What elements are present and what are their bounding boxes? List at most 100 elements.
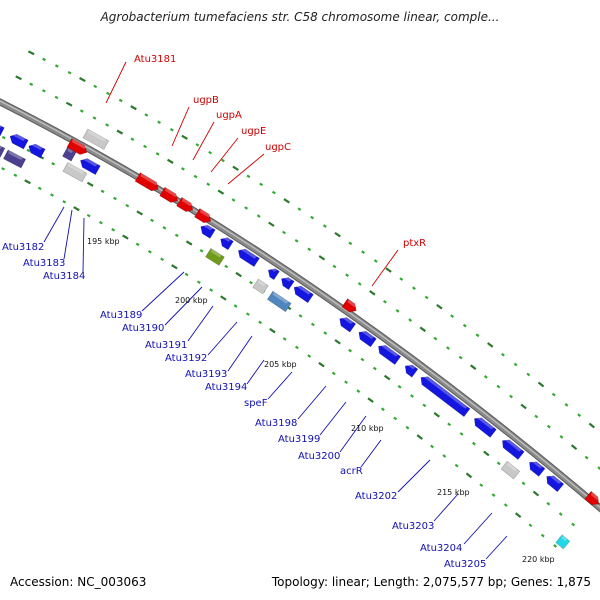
gene-label-ugpa[interactable]: ugpA [216,110,242,121]
gene-highlight [477,415,494,430]
leader-line-atu3181 [105,61,127,104]
tick-mark-1 [167,158,174,164]
tick-mark-1 [408,318,413,322]
gene-feature-27 [82,128,110,150]
tick-mark-1 [584,455,589,460]
scale-label-5: 220 kbp [522,555,555,564]
gene-feature-20 [404,362,419,378]
tick-mark-1 [193,174,198,179]
tick-mark-0 [297,207,302,211]
tick-mark-1 [559,434,564,439]
gene-feature-8 [200,222,216,239]
gene-body [500,460,521,480]
tick-mark-3 [454,463,459,468]
tick-mark-0 [361,250,366,254]
tick-mark-1 [395,309,400,313]
gene-body [62,147,77,162]
gene-highlight [140,173,159,186]
gene-feature-35 [555,534,571,550]
gene-body [584,490,599,506]
tick-mark-2 [472,441,476,446]
gene-label-ugpb[interactable]: ugpB [193,95,219,106]
tick-mark-3 [171,264,178,270]
gene-highlight [505,437,522,452]
tick-mark-3 [540,533,545,538]
gene-feature-10 [237,246,260,268]
tick-mark-2 [249,280,253,285]
tick-mark-1 [79,109,84,113]
tick-mark-3 [528,523,533,528]
gene-highlight [199,208,211,218]
tick-mark-2 [150,218,154,223]
gene-body [555,534,571,550]
scale-label-4: 215 kbp [437,488,470,497]
tick-mark-1 [383,299,387,304]
tick-mark-0 [526,372,531,377]
tick-mark-2 [334,339,341,345]
gene-label-atu3198[interactable]: Atu3198 [255,418,297,429]
tick-mark-0 [79,77,86,83]
gene-label-atu3191[interactable]: Atu3191 [145,340,187,351]
gene-body [474,417,497,438]
gene-label-atu3181[interactable]: Atu3181 [134,54,176,65]
gene-label-atu3192[interactable]: Atu3192 [165,353,207,364]
gene-body [404,364,419,378]
leader-line-atu3184 [82,217,85,273]
gene-label-ugpc[interactable]: ugpC [265,142,291,153]
leader-line-atu3198 [297,385,327,420]
gene-feature-12 [281,275,295,291]
gene-body [62,162,88,183]
tick-mark-1 [217,189,225,195]
gene-label-atu3182[interactable]: Atu3182 [2,242,44,253]
gene-label-atu3200[interactable]: Atu3200 [298,451,340,462]
gene-label-atu3190[interactable]: Atu3190 [122,323,164,334]
tick-mark-0 [551,392,556,397]
page-title: Agrobacterium tumefaciens str. C58 chrom… [100,10,500,24]
tick-mark-0 [27,50,35,56]
gene-highlight [408,362,416,370]
tick-mark-0 [310,215,315,220]
leader-line-atu3204 [463,512,493,545]
gene-highlight [507,461,518,472]
gene-label-ugpe[interactable]: ugpE [241,126,266,137]
tick-mark-3 [160,257,165,261]
gene-label-atu3204[interactable]: Atu3204 [420,543,462,554]
tick-mark-0 [424,295,429,300]
tick-mark-3 [258,320,263,325]
gene-label-atu3202[interactable]: Atu3202 [355,491,397,502]
tick-mark-2 [174,233,179,238]
gene-highlight [381,342,399,357]
gene-label-ptxr[interactable]: ptxR [403,238,426,249]
gene-body [205,247,225,266]
gene-feature-16 [266,290,292,313]
gene-label-acrr[interactable]: acrR [340,466,363,477]
gene-label-atu3183[interactable]: Atu3183 [23,258,65,269]
gene-label-atu3203[interactable]: Atu3203 [392,521,434,532]
leader-line-atu3182 [43,206,65,243]
gene-labels[interactable]: Atu3181 ugpB ugpA ugpE ugpC ptxR Atu3182Atu318… [2,54,486,570]
gene-label-atu3189[interactable]: Atu3189 [100,310,142,321]
gene-label-atu3194[interactable]: Atu3194 [205,382,247,393]
gene-label-atu3193[interactable]: Atu3193 [185,369,227,380]
gene-label-atu3199[interactable]: Atu3199 [278,434,320,445]
tick-mark-1 [105,123,110,127]
tick-mark-2 [447,422,452,427]
tick-mark-1 [597,466,600,470]
gene-body [252,278,269,295]
tick-mark-0 [42,57,46,62]
gene-body [66,138,88,155]
tick-mark-3 [479,483,484,488]
tick-mark-3 [491,493,496,497]
gene-highlight [88,129,107,142]
tick-mark-1 [294,239,299,243]
gene-label-atu3184[interactable]: Atu3184 [43,271,85,282]
tick-mark-3 [331,371,336,376]
gene-label-atu3205[interactable]: Atu3205 [444,559,486,570]
tick-mark-2 [496,461,501,466]
tick-mark-2 [185,240,193,246]
scale-label-1: 200 kbp [175,296,208,305]
tick-mark-2 [26,148,31,153]
gene-label-spef[interactable]: speF [244,398,268,409]
tick-mark-2 [571,522,576,527]
